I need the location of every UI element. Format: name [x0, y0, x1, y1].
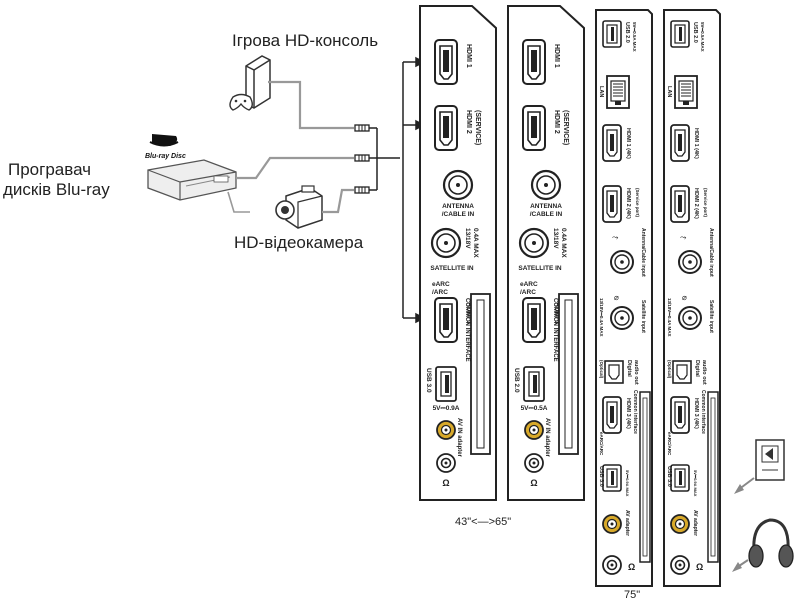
size-label-43-65: 43"<—>65"	[455, 516, 512, 528]
p2-hdmi3-label: HDMI 3	[553, 302, 560, 324]
p3-optical-label: (Optical)	[599, 360, 604, 379]
p2-ci-label: COMMON INTERFACE	[552, 298, 558, 362]
p1-headphone-icon: Ω	[442, 478, 449, 488]
p4-hdmi2-label: HDMI 2 (4K)	[693, 188, 699, 219]
camcorder-icon	[275, 185, 323, 229]
p4-ci-label: Common interface	[700, 390, 706, 434]
bluray-logo-text: Blu-ray Disc	[145, 153, 186, 160]
panel-75-a: USB 2.0 5V⎓0.5A MAX LAN HDMI 1 (4K) HDMI…	[595, 9, 653, 587]
p1-satellite-label: SATELLITE IN	[430, 265, 474, 272]
p3-ci-label: Common interface	[632, 390, 638, 434]
p2-satellite-label: SATELLITE IN	[518, 265, 562, 272]
p1-hdmi1-label: HDMI 1	[465, 44, 472, 68]
p4-audio-out-label: audio out	[701, 360, 707, 385]
p4-antenna-icon: ⤳	[680, 233, 687, 242]
p4-service-label: (Service port)	[703, 188, 708, 218]
p4-sat-power-label: 13/18V⎓0.4A MAX	[667, 298, 672, 336]
p3-digital-label: Digital	[626, 360, 632, 377]
p1-hdmi2-label: HDMI 2	[465, 110, 472, 134]
game-console-label: Ігрова HD-консоль	[232, 31, 379, 50]
p1-sat-power2-label: 0.4A MAX	[472, 228, 479, 258]
p2-hdmi2-label: HDMI 2	[553, 110, 560, 134]
ci-card-icon	[734, 439, 785, 494]
p4-digital-label: Digital	[694, 360, 700, 377]
bluray-player-label-2: дисків Blu-ray	[3, 180, 110, 199]
p2-av-label: AV IN adapter	[544, 418, 550, 458]
p3-usb-power-label: 5V⎓0.9A MAX	[625, 470, 630, 497]
p4-headphone-icon: Ω	[696, 562, 703, 572]
cable-plugs	[354, 124, 370, 194]
p1-sat-power-label: 13/18V	[464, 228, 471, 249]
p2-headphone-icon: Ω	[530, 478, 537, 488]
p2-usb-label: USB 2.0	[513, 368, 520, 393]
p4-usb-top-label: USB 2.0	[692, 22, 698, 43]
p3-audio-out-label: audio out	[633, 360, 639, 385]
p4-satellite-icon: ⌀	[682, 293, 687, 302]
p4-antenna-label: Antenna/Cable input	[708, 228, 714, 277]
bluray-player-label-1: Програвач	[8, 160, 92, 179]
p2-antenna-label: ANTENNA	[530, 203, 562, 210]
p2-earc-sub-label: /ARC	[520, 289, 536, 296]
p3-antenna-label: Antenna/Cable input	[640, 228, 646, 277]
panel-43-65-b: HDMI 1 HDMI 2 (SERVICE) ANTENNA /CABLE I…	[507, 5, 585, 501]
device-cables	[227, 80, 354, 214]
game-console-icon	[229, 55, 271, 111]
p3-hdmi2-label: HDMI 2 (4K)	[625, 188, 631, 219]
p3-satellite-icon: ⌀	[614, 293, 619, 302]
p4-hdmi1-label: HDMI 1 (4K)	[693, 128, 699, 159]
p1-ci-label: COMMON INTERFACE	[464, 298, 470, 362]
p2-usb-power-label: 5V⎓0.5A	[521, 405, 548, 412]
p3-hdmi1-label: HDMI 1 (4K)	[625, 128, 631, 159]
p3-service-label: (Service port)	[635, 188, 640, 218]
p1-antenna-sub-label: /CABLE IN	[442, 211, 475, 218]
p3-hdmi3-label: HDMI 3 (4K)	[625, 398, 631, 429]
p3-av-label: AV adapter	[624, 510, 630, 536]
p1-hdmi2-sub-label: (SERVICE)	[474, 110, 481, 145]
p2-hdmi1-label: HDMI 1	[553, 44, 560, 68]
p3-earc-label: eARC/ARC	[599, 432, 604, 456]
p2-sat-power-label: 13/18V	[552, 228, 559, 249]
p3-sat-power-label: 13/18V⎓0.4A MAX	[599, 298, 604, 336]
p3-satellite-label: Satellite input	[640, 300, 646, 333]
p4-usb-power-label: 5V⎓0.9A MAX	[693, 470, 698, 497]
p4-satellite-label: Satellite input	[708, 300, 714, 333]
p1-earc-label: eARC	[432, 281, 450, 288]
p1-usb-label: USB 3.0	[425, 368, 432, 393]
p2-sat-power2-label: 0.4A MAX	[560, 228, 567, 258]
p3-usb-label: USB 3.0	[598, 466, 604, 487]
p1-antenna-label: ANTENNA	[442, 203, 474, 210]
size-label-75: 75"	[624, 589, 641, 601]
bluray-logo: Blu-ray Disc	[145, 134, 186, 160]
p3-usb-top-label: USB 2.0	[624, 22, 630, 43]
p4-usb-label: USB 3.0	[666, 466, 672, 487]
p2-hdmi2-sub-label: (SERVICE)	[562, 110, 569, 145]
p4-optical-label: (Optical)	[667, 360, 672, 379]
panel-43-65-a: HDMI 1 HDMI 2 (SERVICE) ANTENNA /CABLE I…	[419, 5, 497, 501]
p2-earc-label: eARC	[520, 281, 538, 288]
panel-75-b: USB 2.0 5V⎓0.5A MAX LAN HDMI 1 (4K) HDMI…	[663, 9, 721, 587]
p1-usb-power-label: 5V⎓0.9A	[433, 405, 460, 412]
p2-antenna-sub-label: /CABLE IN	[530, 211, 563, 218]
p1-earc-sub-label: /ARC	[432, 289, 448, 296]
p4-usb-top-power-label: 5V⎓0.5A MAX	[700, 22, 705, 52]
p4-hdmi3-label: HDMI 3 (4K)	[693, 398, 699, 429]
plug-cables	[369, 127, 400, 191]
headphones-icon	[732, 518, 794, 572]
p4-av-label: AV adapter	[692, 510, 698, 536]
p4-lan-label: LAN	[666, 86, 672, 97]
p3-lan-label: LAN	[598, 86, 604, 97]
bluray-player-icon	[147, 159, 237, 201]
p3-antenna-icon: ⤳	[612, 233, 619, 242]
p4-earc-label: eARC/ARC	[667, 432, 672, 456]
p1-av-label: AV IN adapter	[456, 418, 462, 458]
p1-hdmi3-label: HDMI 3	[465, 302, 472, 324]
p3-headphone-icon: Ω	[628, 562, 635, 572]
p3-usb-top-power-label: 5V⎓0.5A MAX	[632, 22, 637, 52]
camcorder-label: HD-відеокамера	[234, 233, 364, 252]
